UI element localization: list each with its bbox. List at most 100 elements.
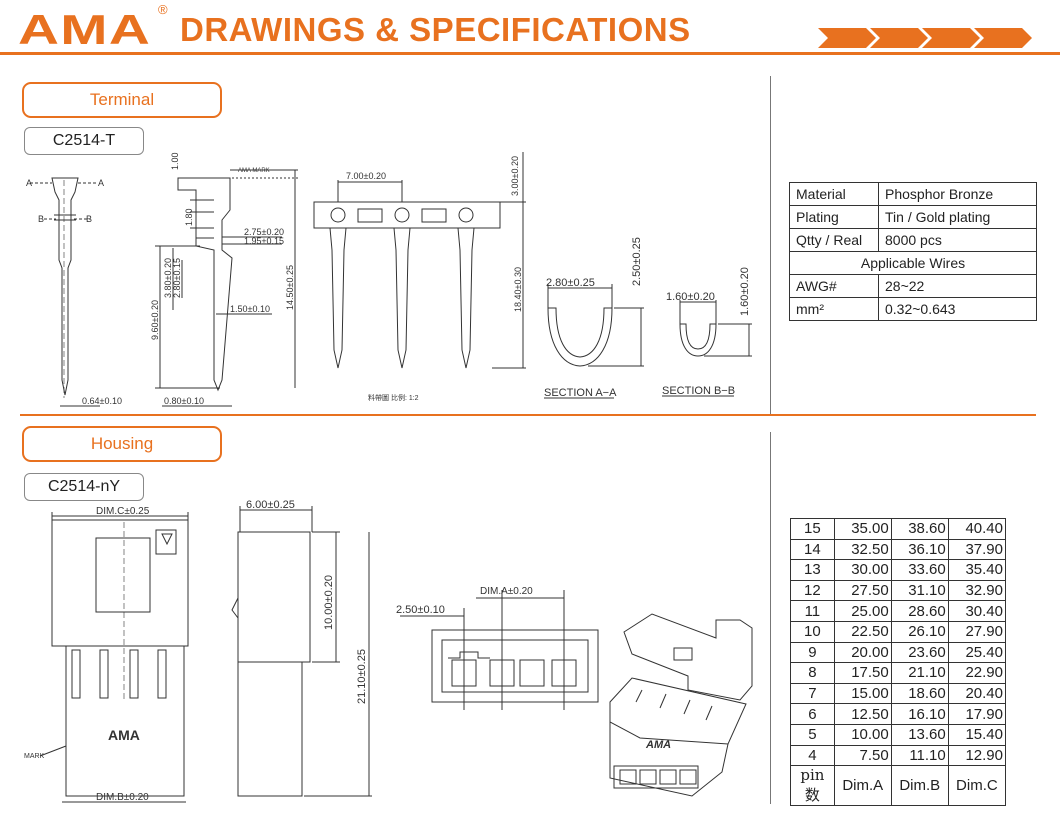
spec-label: Material bbox=[789, 182, 879, 206]
header-rule bbox=[0, 52, 1060, 55]
dimension-cell: 37.90 bbox=[947, 538, 1007, 561]
dimension-cell: 36.10 bbox=[890, 538, 949, 561]
page-title: DRAWINGS & SPECIFICATIONS bbox=[180, 11, 691, 48]
dim-250: 2.50±0.25 bbox=[631, 237, 643, 286]
dim-a-label: DIM.A±0.20 bbox=[480, 586, 533, 597]
dim-100: 1.00 bbox=[170, 152, 180, 170]
registered-mark: ® bbox=[158, 2, 168, 17]
pin-count-cell: 13 bbox=[790, 559, 835, 581]
label-a-left: A bbox=[26, 178, 32, 188]
terminal-drawing: A A B B 0.64±0.10 1.00 AMA MARK 1.80 2.7… bbox=[26, 152, 752, 407]
pin-count-cell: 12 bbox=[790, 579, 835, 602]
dimension-cell: 12.50 bbox=[833, 703, 892, 725]
table-row: Plating Tin / Gold plating bbox=[789, 205, 1037, 229]
pin-count-cell: 5 bbox=[790, 723, 835, 746]
dimension-cell: 22.90 bbox=[947, 662, 1007, 684]
dimension-cell: 12.90 bbox=[947, 744, 1007, 767]
brand-logo: AMA bbox=[18, 6, 152, 53]
dim-195: 1.95±0.15 bbox=[244, 236, 284, 246]
mark-label: MARK bbox=[24, 753, 45, 760]
dim-960: 9.60±0.20 bbox=[150, 300, 160, 340]
pin-count-cell: 7 bbox=[790, 682, 835, 705]
dim-280-section: 2.80±0.25 bbox=[546, 277, 595, 289]
table-row: Material Phosphor Bronze bbox=[789, 182, 1037, 206]
dimension-cell: 33.60 bbox=[890, 559, 949, 581]
dimension-cell: 25.40 bbox=[947, 641, 1007, 664]
dimension-cell: 28.60 bbox=[890, 600, 949, 622]
pin-count-cell: 10 bbox=[790, 620, 835, 643]
housing-section-label: Housing bbox=[22, 426, 222, 462]
dim-280: 2.80±0.15 bbox=[172, 258, 182, 298]
dimension-cell: 35.40 bbox=[947, 559, 1007, 581]
dimension-cell: 30.00 bbox=[833, 559, 892, 581]
dimension-cell: 15.00 bbox=[833, 682, 892, 705]
dim-160: 1.60±0.20 bbox=[666, 291, 715, 303]
dim-150: 1.50±0.10 bbox=[230, 304, 270, 314]
dimension-cell: 27.90 bbox=[947, 620, 1007, 643]
label-b-left: B bbox=[38, 214, 44, 224]
dim-b-label: DIM.B±0.20 bbox=[96, 792, 149, 803]
pin-count-cell: 4 bbox=[790, 744, 835, 767]
pin-count-cell: 11 bbox=[790, 600, 835, 622]
terminal-part-code: C2514-T bbox=[24, 127, 144, 155]
dimension-cell: 21.10 bbox=[890, 662, 949, 684]
label-a-right: A bbox=[98, 178, 104, 188]
terminal-spec-table: Material Phosphor Bronze Plating Tin / G… bbox=[789, 182, 1037, 321]
pin-count-cell: 8 bbox=[790, 662, 835, 684]
spec-label: mm² bbox=[789, 297, 879, 321]
dim-600: 6.00±0.25 bbox=[246, 499, 295, 511]
dim-380: 3.80±0.20 bbox=[163, 258, 173, 298]
spec-header: Applicable Wires bbox=[789, 251, 1037, 275]
dim-064: 0.64±0.10 bbox=[82, 396, 122, 406]
pin-count-cell: 14 bbox=[790, 538, 835, 561]
ama-mark-note: AMA MARK bbox=[238, 168, 270, 174]
dimension-cell: 38.60 bbox=[890, 518, 949, 540]
column-header-cell: Dim.B bbox=[890, 765, 949, 807]
terminal-section-label: Terminal bbox=[22, 82, 222, 118]
dimension-cell: 13.60 bbox=[890, 723, 949, 746]
spec-value: 28~22 bbox=[878, 274, 1037, 298]
housing-drawing: DIM.C±0.25 MARK AMA DIM.B±0.20 6.00±0.25… bbox=[24, 499, 753, 803]
dim-1840: 18.40±0.30 bbox=[513, 267, 523, 312]
dimension-cell: 32.50 bbox=[833, 538, 892, 561]
dimension-cell: 11.10 bbox=[890, 744, 949, 767]
dimension-cell: 20.40 bbox=[947, 682, 1007, 705]
spec-value: 8000 pcs bbox=[878, 228, 1037, 252]
dim-300: 3.00±0.20 bbox=[510, 156, 520, 196]
spec-label: Plating bbox=[789, 205, 879, 229]
strip-scale-note: 料帶圖 比例: 1:2 bbox=[368, 393, 419, 402]
pin-count-cell: 9 bbox=[790, 641, 835, 664]
spec-value: Phosphor Bronze bbox=[878, 182, 1037, 206]
dimension-cell: 23.60 bbox=[890, 641, 949, 664]
terminal-vertical-separator bbox=[770, 76, 771, 414]
dim-275: 2.75±0.20 bbox=[244, 227, 284, 237]
housing-vertical-separator bbox=[770, 432, 771, 804]
dimension-cell: 25.00 bbox=[833, 600, 892, 622]
dim-700: 7.00±0.20 bbox=[346, 171, 386, 181]
dimension-cell: 31.10 bbox=[890, 579, 949, 602]
ama-front-label: AMA bbox=[108, 727, 140, 743]
dimension-cell: 40.40 bbox=[947, 518, 1007, 540]
housing-part-code: C2514-nY bbox=[24, 473, 144, 501]
spec-label: AWG# bbox=[789, 274, 879, 298]
table-row: mm² 0.32~0.643 bbox=[789, 297, 1037, 321]
dimension-cell: 18.60 bbox=[890, 682, 949, 705]
dimension-cell: 7.50 bbox=[833, 744, 892, 767]
section-aa-title: SECTION A−A bbox=[544, 387, 617, 399]
dimension-cell: 17.90 bbox=[947, 703, 1007, 725]
dimension-cell: 27.50 bbox=[833, 579, 892, 602]
pin-count-cell: 15 bbox=[790, 518, 835, 540]
dimension-cell: 17.50 bbox=[833, 662, 892, 684]
dim-180: 1.80 bbox=[184, 208, 194, 226]
dimension-cell: 15.40 bbox=[947, 723, 1007, 746]
dimension-cell: 26.10 bbox=[890, 620, 949, 643]
table-row: AWG# 28~22 bbox=[789, 274, 1037, 298]
